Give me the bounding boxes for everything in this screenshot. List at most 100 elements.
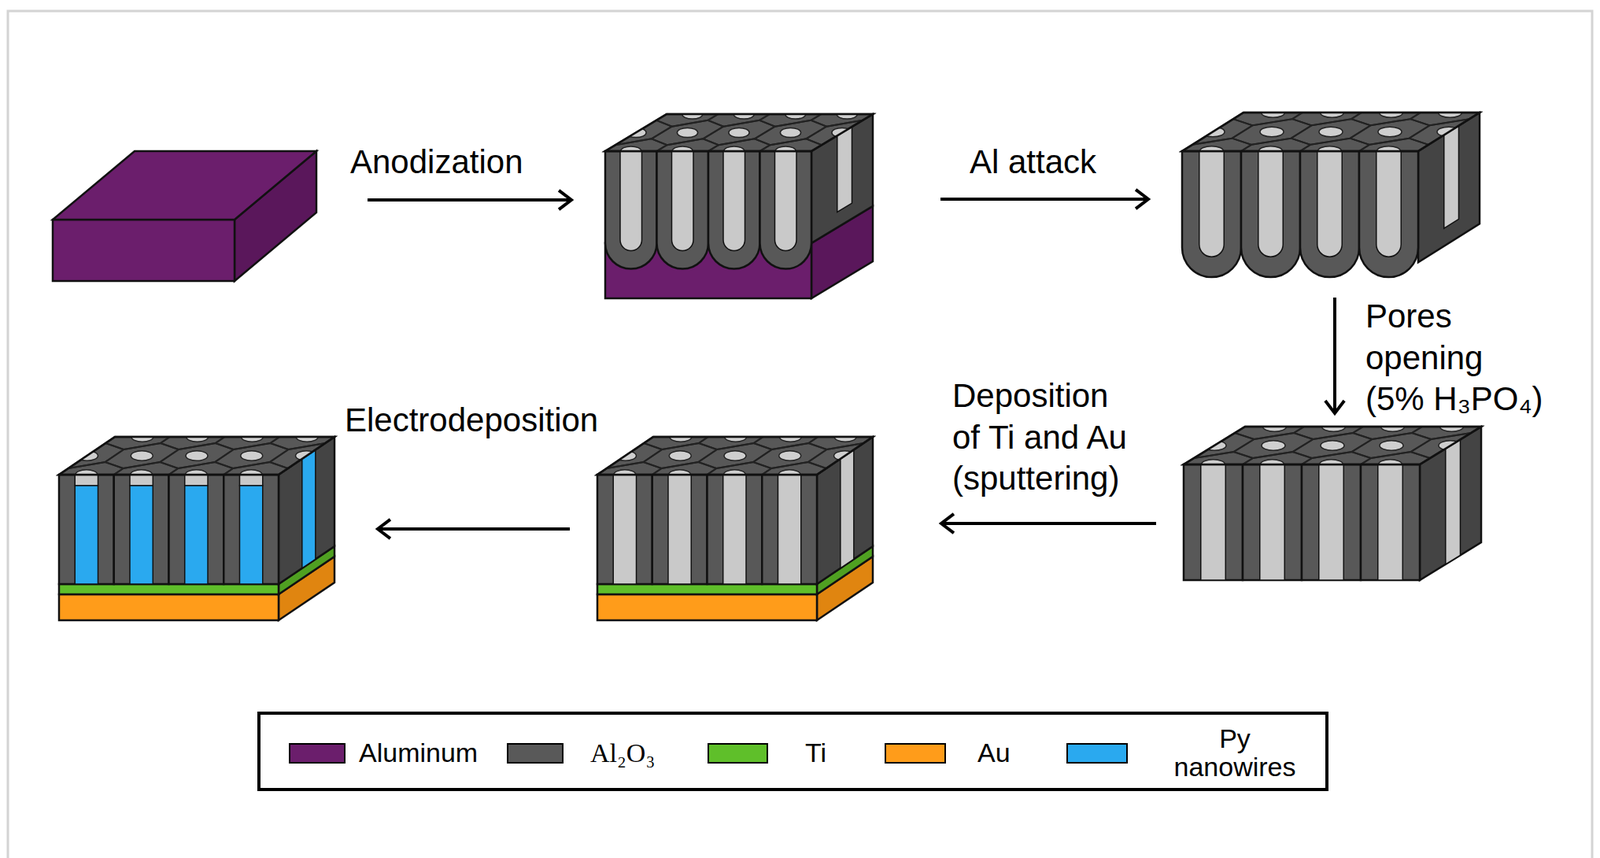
oxide-cell [760, 151, 813, 270]
top-outline [1182, 112, 1480, 152]
pore-opening [1379, 440, 1404, 451]
arrow-head [558, 190, 572, 210]
legend-label: Aluminum [358, 739, 478, 768]
oxide-cell [223, 474, 279, 584]
aluminum-front [52, 219, 235, 281]
step-label: Electrodeposition [344, 399, 599, 442]
step-label: Deposition of Ti and Au (sputtering) [952, 375, 1142, 500]
pore [777, 474, 801, 584]
oxide-top [605, 114, 873, 152]
arrow-shaft [377, 527, 570, 531]
hex-cells [1171, 99, 1490, 165]
pore [1200, 464, 1227, 581]
oxide-top [59, 436, 335, 475]
pore [1378, 464, 1404, 581]
pore-opening [240, 450, 263, 461]
nanowire [239, 485, 263, 584]
oxide-cell [1359, 151, 1419, 278]
pore [1260, 464, 1286, 581]
top-outline [597, 436, 873, 475]
pore-opening [668, 450, 691, 461]
template-block [1171, 99, 1490, 278]
arrow-head [377, 519, 391, 539]
oxide-cell [1182, 151, 1242, 278]
side-pore [302, 449, 316, 569]
pore-opening [1319, 126, 1343, 137]
side-pore [1444, 125, 1460, 230]
side-pore [840, 449, 854, 569]
pore-opening [724, 450, 747, 461]
oxide-top [1182, 112, 1480, 152]
process-arrow [1325, 297, 1345, 414]
pore [1376, 151, 1402, 257]
pore-opening [130, 450, 153, 461]
top-outline [1183, 426, 1482, 465]
blocks [49, 99, 1492, 621]
arrow-shaft [940, 197, 1149, 201]
legend-swatch [288, 742, 346, 764]
pore-opening [1320, 440, 1345, 451]
frame [7, 11, 1593, 858]
side-pore [1445, 439, 1461, 565]
oxide-cell [708, 151, 761, 270]
pore-opening [779, 450, 802, 461]
process-arrow [377, 519, 570, 539]
pore [184, 474, 208, 486]
hex-cells [587, 424, 883, 488]
arrow-head [1135, 189, 1149, 209]
pore [129, 474, 153, 486]
oxide-cell [1183, 464, 1243, 581]
template-block [594, 101, 884, 299]
oxide-cell [652, 474, 708, 584]
oxide-cell [59, 474, 115, 584]
oxide-cell [1242, 464, 1302, 581]
gold-layer [59, 594, 279, 621]
pore [1319, 464, 1345, 581]
pore-opening [1261, 440, 1286, 451]
oxide-cell [1300, 151, 1360, 278]
pore-opening [185, 450, 208, 461]
nanowire [74, 485, 98, 584]
legend-swatch [884, 742, 946, 764]
arrow-shaft [941, 521, 1157, 525]
arrow-head [1325, 400, 1345, 414]
pore-opening [779, 127, 801, 137]
oxide-cell [597, 474, 653, 584]
arrow-shaft [1333, 297, 1337, 414]
pore [1258, 151, 1284, 257]
pore [1199, 151, 1225, 257]
pore-opening [1260, 126, 1284, 137]
oxide-top [597, 436, 873, 475]
oxide-cell [1301, 464, 1361, 581]
legend-label: Al₂O₃ [590, 739, 655, 768]
pore-opening [1378, 126, 1402, 137]
template-block [52, 151, 317, 281]
titanium-layer [59, 583, 279, 595]
process-arrow [940, 189, 1149, 209]
pore-opening [676, 127, 698, 137]
pore [668, 474, 691, 584]
pore [613, 474, 636, 584]
oxide-cell [114, 474, 170, 584]
template-block [587, 424, 883, 621]
oxide-cell [169, 474, 225, 584]
oxide-cell [1360, 464, 1420, 581]
step-label: Pores opening (5% H₃PO₄) [1365, 295, 1549, 421]
pore [620, 151, 643, 252]
step-label: Al attack [969, 141, 1097, 184]
pore [774, 151, 797, 252]
legend-swatch [707, 742, 769, 764]
legend-swatch [1066, 742, 1128, 764]
legend-label: Au [977, 739, 1011, 768]
oxide-cell [707, 474, 763, 584]
oxide-cell [657, 151, 710, 270]
oxide-top [1183, 426, 1482, 465]
pore [74, 474, 98, 486]
step-label: Anodization [350, 141, 524, 184]
arrow-head [941, 513, 954, 533]
titanium-layer [597, 583, 817, 595]
nanowire [129, 485, 153, 584]
process-arrow [941, 513, 1157, 533]
nanowire [184, 485, 208, 584]
legend-swatch [506, 742, 564, 764]
